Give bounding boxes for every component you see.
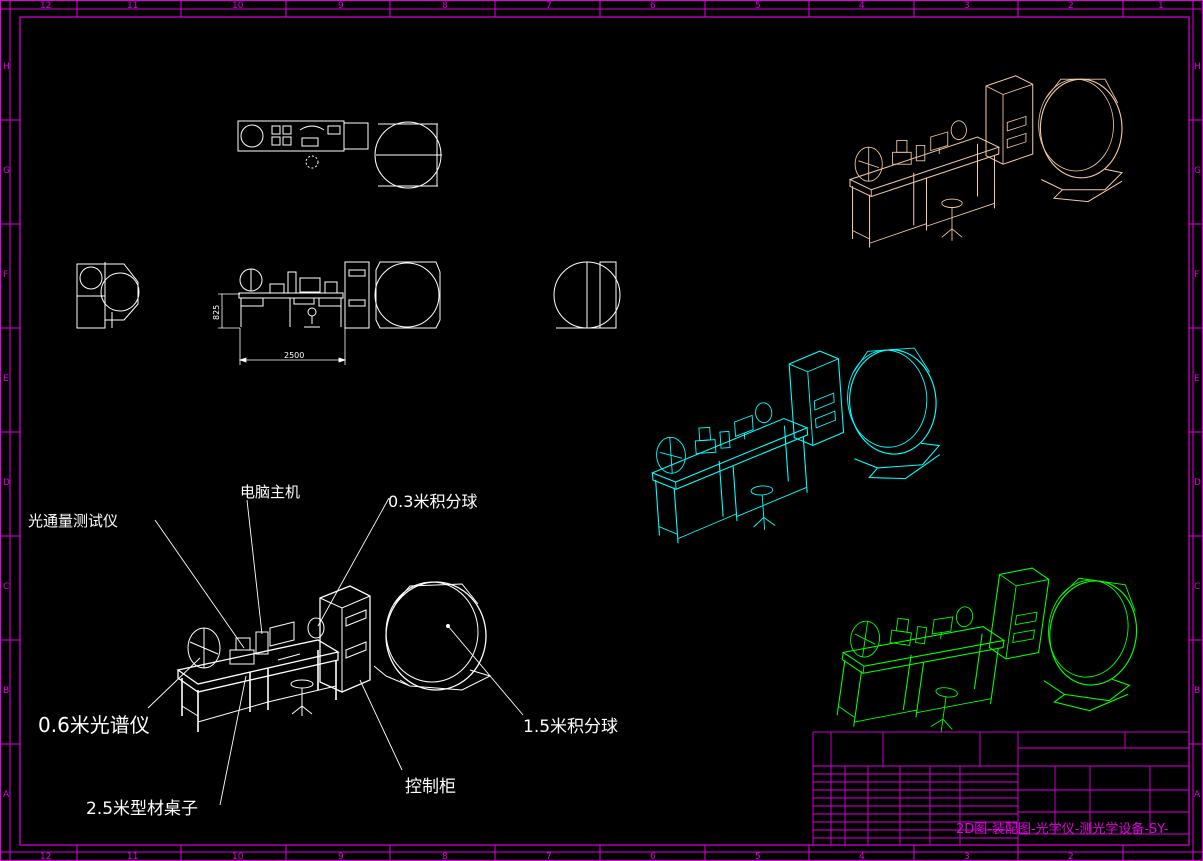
column-labels-bottom: 12 11 10 9 8 7 6 5 4 3 2 [40, 852, 1074, 861]
title-block-title: 2D图-装配图-光学仪-测光学设备-SY- [956, 821, 1169, 837]
col-label: 5 [755, 1, 761, 11]
col-label: 8 [442, 852, 448, 861]
row-label: E [3, 374, 9, 384]
row-label: C [3, 582, 9, 592]
top-view [237, 120, 442, 189]
front-view [238, 261, 441, 329]
col-label: 11 [127, 1, 138, 11]
col-label: 6 [650, 852, 656, 861]
dimension-width-label: 2500 [284, 351, 304, 360]
row-label: E [1194, 374, 1200, 384]
col-label: 8 [442, 1, 448, 11]
col-label: 6 [650, 1, 656, 11]
iso-view-green [832, 543, 1145, 765]
callout-sphere-15: 1.5米积分球 [523, 717, 618, 737]
col-label: 12 [40, 1, 51, 11]
col-label: 4 [859, 852, 865, 861]
col-label: 7 [546, 852, 552, 861]
col-label: 5 [755, 852, 761, 861]
col-label: 3 [964, 1, 970, 11]
row-label: F [3, 270, 8, 280]
leader-lines [147, 497, 524, 806]
col-label: 9 [338, 852, 344, 861]
row-label: B [1194, 686, 1200, 696]
row-label: H [1194, 62, 1201, 72]
callout-sphere-03: 0.3米积分球 [388, 492, 477, 511]
col-label: 3 [964, 852, 970, 861]
left-side-view [76, 262, 140, 329]
callout-control-cabinet: 控制柜 [405, 777, 456, 797]
iso-view-annotated [176, 581, 492, 732]
row-ticks [0, 119, 1203, 745]
dimension-825 [218, 293, 240, 329]
col-label: 10 [232, 1, 244, 11]
callout-profile-table: 2.5米型材桌子 [86, 799, 198, 819]
iso-view-tan [849, 75, 1123, 249]
col-label: 7 [546, 1, 552, 11]
right-side-view [553, 261, 621, 329]
row-labels-left: H G F E D C B A [3, 62, 10, 800]
row-label: F [1194, 270, 1199, 280]
row-label: G [1194, 166, 1201, 176]
col-label: 10 [232, 852, 244, 861]
row-label: C [1194, 582, 1200, 592]
column-labels-top: 12 11 10 9 8 7 6 5 4 3 2 1 [40, 1, 1164, 11]
col-label: 11 [127, 852, 138, 861]
dimension-2500 [238, 328, 347, 365]
row-label: G [3, 166, 10, 176]
col-label: 1 [1158, 1, 1164, 11]
callout-spectrometer-06: 0.6米光谱仪 [38, 713, 150, 737]
callout-computer: 电脑主机 [240, 483, 300, 501]
col-label: 4 [859, 1, 865, 11]
col-label: 2 [1068, 1, 1074, 11]
row-label: D [3, 478, 10, 488]
column-ticks [76, 0, 1124, 861]
row-label: A [1194, 790, 1201, 800]
row-labels-right: H G F E D C B A [1194, 62, 1201, 800]
row-label: A [3, 790, 10, 800]
row-label: B [3, 686, 9, 696]
iso-view-cyan [644, 342, 946, 546]
col-label: 12 [40, 852, 51, 861]
dimension-height-label: 825 [212, 305, 221, 320]
col-label: 9 [338, 1, 344, 11]
row-label: H [3, 62, 10, 72]
col-label: 2 [1068, 852, 1074, 861]
title-block [812, 731, 1190, 846]
callout-flux-tester: 光通量测试仪 [28, 512, 118, 530]
row-label: D [1194, 478, 1201, 488]
